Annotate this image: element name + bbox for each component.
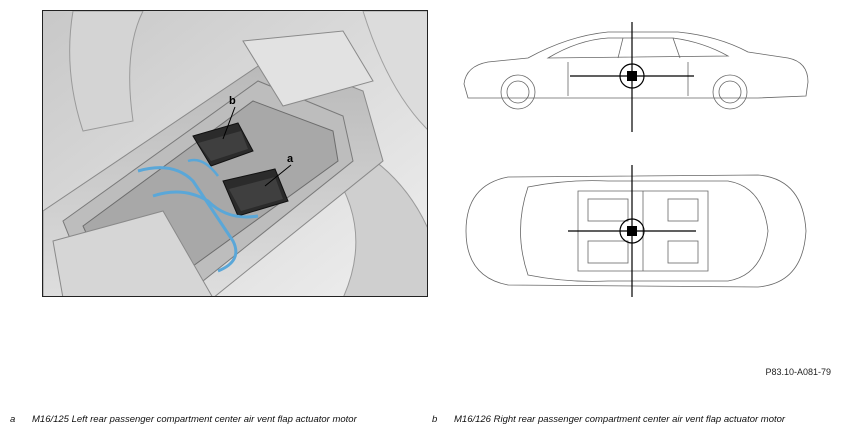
figure-code: P83.10-A081-79	[765, 367, 831, 377]
legend-key: b	[432, 414, 438, 425]
legend-text: M16/125 Left rear passenger compartment …	[32, 414, 357, 425]
console-illustration: b a	[43, 11, 427, 296]
component-photo: b a	[42, 10, 428, 297]
location-marker-icon	[627, 71, 637, 81]
legend-text: M16/126 Right rear passenger compartment…	[454, 414, 786, 425]
vehicle-side-outline	[463, 22, 809, 132]
legend-key: a	[10, 414, 16, 425]
legend-item-b: b M16/126 Right rear passenger compartme…	[432, 414, 832, 444]
legend-item-a: a M16/125 Left rear passenger compartmen…	[10, 414, 410, 444]
callout-a: a	[287, 153, 294, 165]
vehicle-top-view	[458, 165, 813, 297]
vehicle-top-outline	[465, 165, 807, 297]
vehicle-side-view	[458, 22, 813, 134]
callout-b: b	[229, 95, 236, 107]
location-marker-icon	[627, 226, 637, 236]
